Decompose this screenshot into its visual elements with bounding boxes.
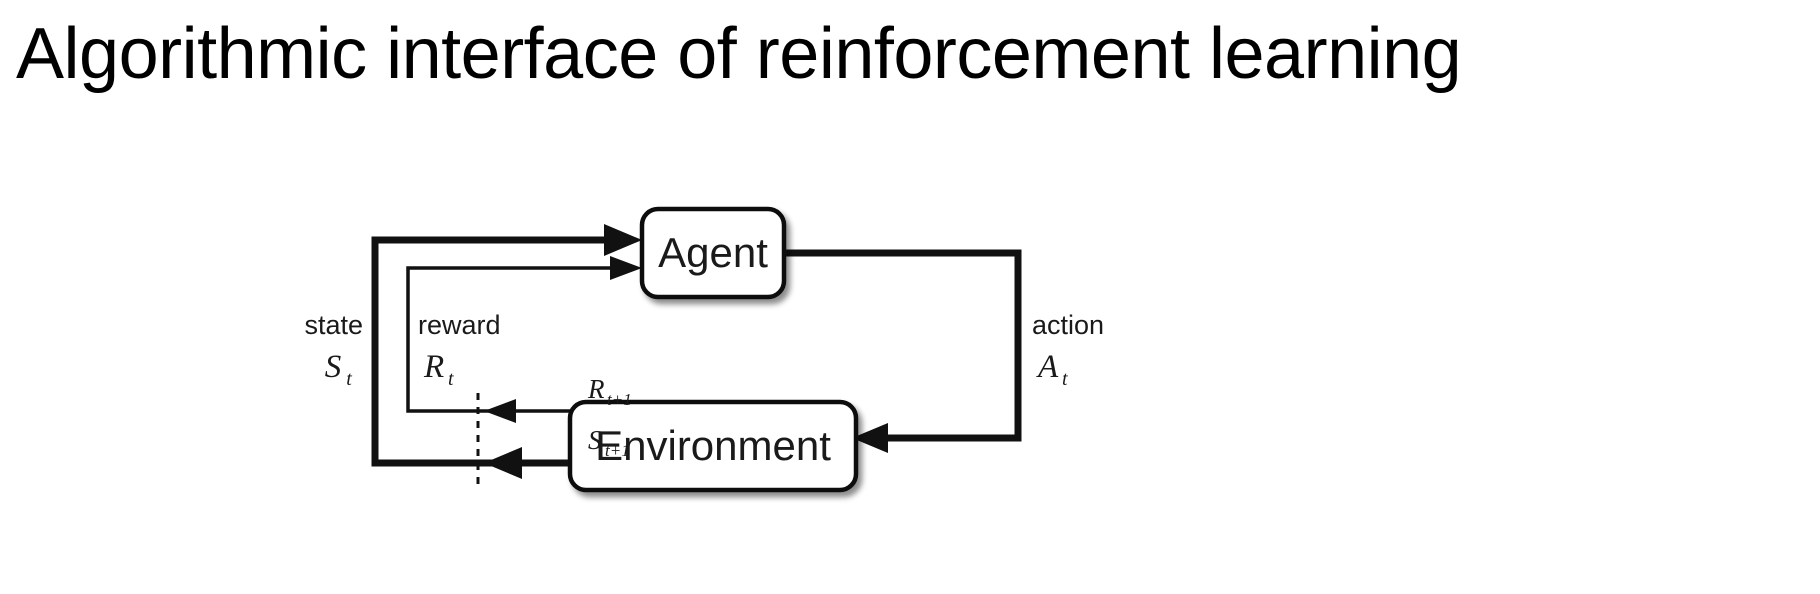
action-label-symbol-subscript: t (1062, 368, 1068, 390)
action-edge-label: action A t (1032, 310, 1104, 390)
reward-label-word: reward (418, 310, 501, 340)
environment-box[interactable] (567, 399, 859, 493)
reward-label-symbol: R (423, 349, 444, 385)
state-next-symbol: S (588, 425, 602, 455)
action-label-word: action (1032, 310, 1104, 340)
diagram-canvas: Agent Environment state S t reward R t a… (0, 150, 1820, 594)
environment-node[interactable]: Environment (567, 399, 859, 493)
reward-edge (406, 256, 660, 423)
state-edge-label: state S t (304, 310, 363, 390)
state-label-symbol: S (325, 349, 342, 385)
action-edge (782, 249, 1022, 453)
reward-next-symbol-subscript: t+1 (607, 390, 632, 409)
reward-label-symbol-subscript: t (448, 368, 454, 390)
state-label-word: state (304, 310, 363, 340)
agent-label: Agent (658, 229, 768, 276)
agent-environment-loop-svg: Agent Environment state S t reward R t a… (304, 206, 1104, 493)
reward-edge-label: reward R t (418, 310, 501, 390)
environment-label: Environment (595, 422, 831, 469)
page-title: Algorithmic interface of reinforcement l… (16, 14, 1462, 94)
state-edge (371, 224, 660, 479)
reward-next-symbol: R (587, 374, 605, 404)
agent-node[interactable]: Agent (639, 206, 787, 300)
reward-next-label: R t+1 (587, 374, 632, 409)
state-label-symbol-subscript: t (346, 368, 352, 390)
agent-box[interactable] (639, 206, 787, 300)
state-next-label: S t+1 (588, 425, 630, 460)
action-label-symbol: A (1036, 349, 1059, 385)
state-next-symbol-subscript: t+1 (605, 441, 630, 460)
